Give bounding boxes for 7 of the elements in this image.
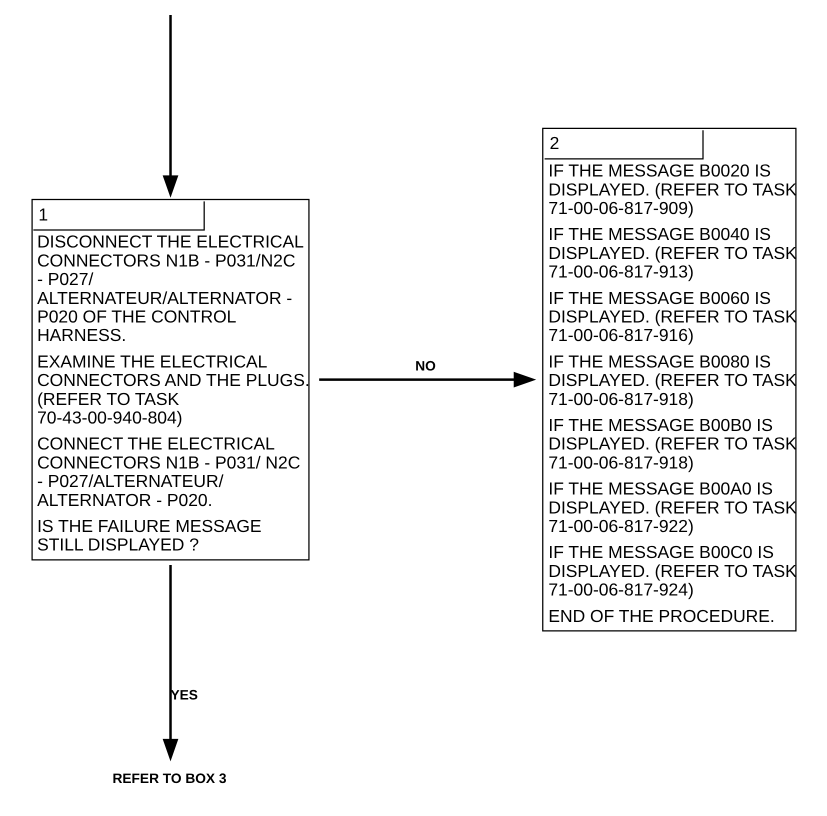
arrow: [318, 371, 536, 388]
edge-label: YES: [170, 686, 198, 702]
node-text: REFER TO BOX 3: [112, 770, 226, 786]
arrow: [162, 14, 178, 198]
edge-label: NO: [414, 358, 436, 374]
node-box: 2 IF THE MESSAGE B0020 IS DISPLAYED. (REFER TO TASK 71-00-06-817-909) IF THE MESSAGE B0040 IS DISPLAYED. (REFER TO TASK 71-00-06-817-913) IF THE MESSAGE B0060 IS DISPLAYED. (REFER TO TASK 71-00-06-817-916) IF THE MESSAGE B0080 IS DISPLAYED. (REFER TO TASK 71-00-06-817-918) IF THE MESSAGE B00B0 IS DISPLAYED. (REFER TO TASK 71-00-06-817-918) IF THE MESSAGE B00A0 IS DISPLAYED. (REFER TO TASK 71-00-06-817-922) IF THE MESSAGE B00C0 IS DISPLAYED. (REFER TO TASK 71-00-06-817-924) END OF THE PROCEDURE.: [542, 127, 796, 632]
arrow: [162, 564, 178, 761]
